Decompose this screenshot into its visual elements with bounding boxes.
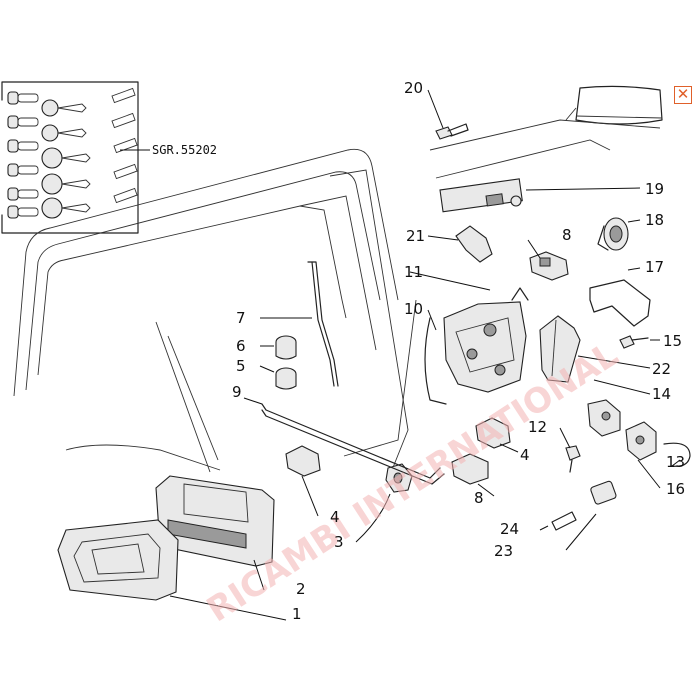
part-15-screw xyxy=(619,335,660,349)
part-8-clip-upper xyxy=(529,251,569,281)
lock-cylinders xyxy=(7,91,39,219)
part-17-retaining-clip xyxy=(589,267,651,327)
part-13-clip xyxy=(663,442,691,467)
part-8-clip-lower xyxy=(451,453,495,497)
callout-17: 17 xyxy=(645,258,664,276)
callout-1: 1 xyxy=(292,605,302,623)
part-23-connector xyxy=(565,480,617,551)
reference-code: SGR.55202 xyxy=(152,143,217,157)
part-4-clip-right xyxy=(475,417,519,453)
door-lock-assembly xyxy=(409,271,529,405)
close-icon: ✕ xyxy=(676,85,690,103)
keys xyxy=(41,87,138,219)
part-18-lock-cylinder xyxy=(597,217,641,251)
watermark: RICAMBI INTERNATIONAL xyxy=(200,335,625,631)
part-4-clip-left xyxy=(285,445,321,517)
callout-11: 11 xyxy=(404,263,423,281)
callout-23: 23 xyxy=(494,542,513,560)
callout-2: 2 xyxy=(296,580,306,598)
callout-18: 18 xyxy=(645,211,664,229)
callout-24: 24 xyxy=(500,520,519,538)
part-12-screw xyxy=(565,445,581,473)
callout-15: 15 xyxy=(663,332,682,350)
part-3-knob xyxy=(355,463,413,543)
part-19-window-mechanism xyxy=(429,85,663,213)
callout-6: 6 xyxy=(236,337,246,355)
part-9-release-rod xyxy=(261,403,445,485)
leader-lines xyxy=(243,239,571,449)
part-22-seal xyxy=(539,315,651,383)
callout-4-left: 4 xyxy=(330,508,340,526)
callout-3: 3 xyxy=(334,533,344,551)
callout-19: 19 xyxy=(645,180,664,198)
callout-16: 16 xyxy=(666,480,685,498)
callout-numbers: 20 19 18 21 8 17 11 7 10 15 6 22 5 14 9 … xyxy=(232,79,685,623)
callout-20: 20 xyxy=(404,79,423,97)
part-16-plate xyxy=(625,421,661,489)
callout-12: 12 xyxy=(528,418,547,436)
part-14-latch xyxy=(587,379,651,437)
part-1-handle-bezel xyxy=(57,519,287,621)
callout-10: 10 xyxy=(404,300,423,318)
callout-8-lower: 8 xyxy=(474,489,484,507)
callout-5: 5 xyxy=(236,357,246,375)
part-5-bushing xyxy=(275,367,297,390)
part-24-pin xyxy=(539,511,577,531)
close-button[interactable]: ✕ xyxy=(674,86,692,104)
callout-7: 7 xyxy=(236,309,246,327)
key-set-inset: SGR.55202 xyxy=(1,81,217,234)
part-21-bracket xyxy=(427,225,493,263)
callout-14: 14 xyxy=(652,385,671,403)
callout-21: 21 xyxy=(406,227,425,245)
part-2-inner-handle xyxy=(155,475,275,591)
callout-13: 13 xyxy=(666,453,685,471)
callout-8-upper: 8 xyxy=(562,226,572,244)
part-20-bolt xyxy=(427,89,469,140)
callout-4-right: 4 xyxy=(520,446,530,464)
part-6-bushing xyxy=(275,335,297,360)
callout-22: 22 xyxy=(652,360,671,378)
part-7-lock-rod xyxy=(307,261,339,387)
door-outline xyxy=(13,148,417,473)
callout-9: 9 xyxy=(232,383,242,401)
